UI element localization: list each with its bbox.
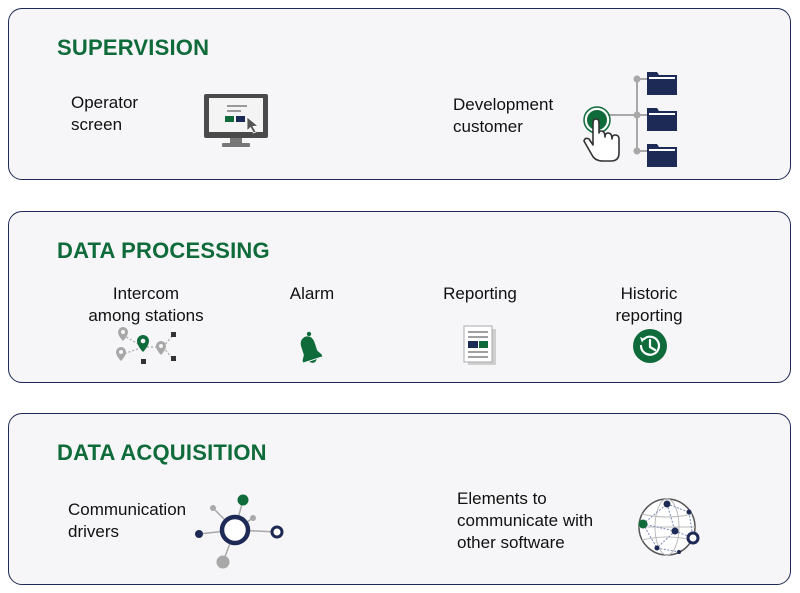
development-customer-label: Development customer [453,95,554,136]
section-title: DATA PROCESSING [57,238,270,263]
historic-reporting-label: Historic reporting [615,284,683,325]
bell-icon [300,331,323,363]
monitor-cursor-icon [204,94,268,147]
section-title: SUPERVISION [57,35,210,60]
data-processing-panel: DATA PROCESSING Intercom among stations … [8,211,791,383]
document-icon [463,325,496,365]
clock-history-icon [633,329,667,363]
supervision-panel: SUPERVISION Operator screen Development … [8,8,791,180]
data-acquisition-panel: DATA ACQUISITION Communication drivers E… [8,413,791,585]
globe-network-icon [638,498,700,556]
map-pins-network-icon [116,327,176,364]
operator-screen-label: Operator screen [71,93,139,134]
other-software-label: Elements to communicate with other softw… [457,489,594,552]
communication-drivers-label: Communication drivers [68,500,187,541]
intercom-label: Intercom among stations [88,284,204,325]
hand-pointer-folders-icon [583,72,677,167]
section-title: DATA ACQUISITION [57,440,267,465]
hub-network-icon [195,494,284,569]
reporting-label: Reporting [443,284,517,303]
alarm-label: Alarm [289,284,335,303]
